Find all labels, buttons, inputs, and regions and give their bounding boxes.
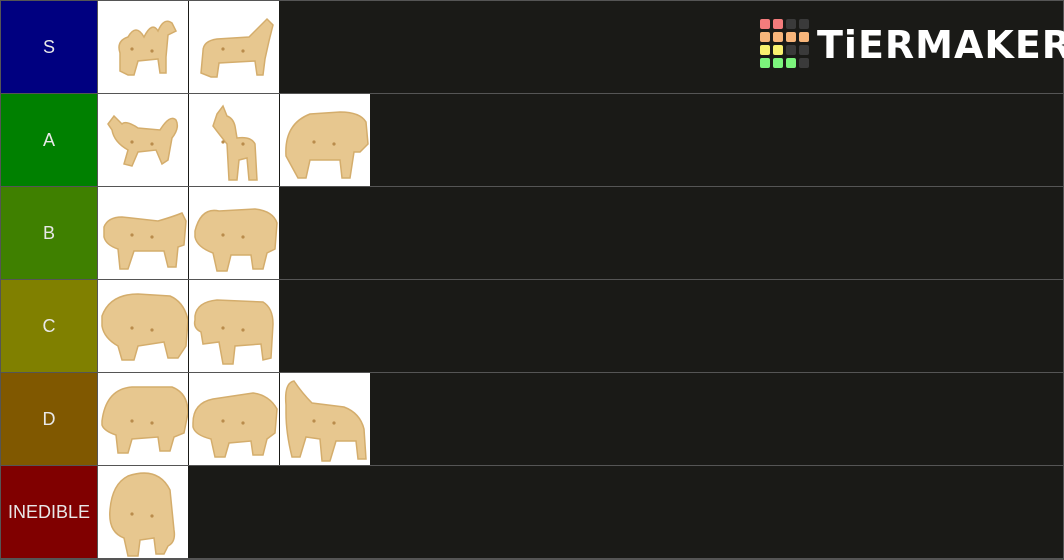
cracker-bear-image [194,208,278,272]
tier-label[interactable]: INEDIBLE [1,466,97,558]
cracker-camel-image [118,20,178,76]
logo-grid-cell [799,45,809,55]
cracker-sheep-image [200,17,274,78]
tier-label[interactable]: A [1,94,97,186]
logo-grid-cell [773,45,783,55]
cracker-lion[interactable] [98,373,188,465]
cracker-horse-image [284,380,367,462]
cracker-lion-image [101,386,188,454]
cracker-bear[interactable] [189,187,279,279]
cracker-llama-image [212,104,258,181]
cracker-llama[interactable] [189,94,279,186]
logo-grid-cell [799,19,809,29]
cracker-cat[interactable] [98,94,188,186]
logo-grid-cell [760,19,770,29]
cracker-camel[interactable] [98,1,188,93]
tier-row-b: B [0,186,1064,279]
cracker-bison[interactable] [189,280,279,372]
tier-row-c: C [0,279,1064,372]
tier-row-d: D [0,372,1064,465]
tier-label[interactable]: C [1,280,97,372]
logo-grid-cell [760,45,770,55]
tiermaker-wordmark: TiERMAKER [817,23,1064,67]
tier-row-s: S [0,0,1064,93]
tier-row-inedible: INEDIBLE [0,465,1064,558]
cracker-hippo[interactable] [189,373,279,465]
cracker-sheep[interactable] [189,1,279,93]
cracker-elephant[interactable] [98,466,188,558]
logo-grid-cell [786,19,796,29]
logo-grid-cell [786,45,796,55]
tier-items-area[interactable] [98,1,1063,93]
logo-grid-cell [773,58,783,68]
cracker-tiger-image [103,212,187,270]
cracker-hippo-image [192,392,278,458]
cracker-tiger[interactable] [98,187,188,279]
tiermaker-logo: TiERMAKER [760,19,1064,71]
tier-items-area[interactable] [98,94,1063,186]
cracker-bison-image [193,299,274,365]
logo-grid-cell [760,32,770,42]
cracker-cat-image [107,114,179,167]
logo-grid-cell [786,32,796,42]
tiermaker-grid-icon [760,19,809,71]
logo-grid-cell [773,32,783,42]
logo-grid-cell [786,58,796,68]
logo-grid-cell [799,58,809,68]
logo-grid-cell [760,58,770,68]
cracker-bear-walking[interactable] [98,280,188,372]
tier-items-area[interactable] [98,187,1063,279]
tier-label[interactable]: S [1,1,97,93]
cracker-horse[interactable] [280,373,370,465]
tier-row-a: A [0,93,1064,186]
tier-label[interactable]: D [1,373,97,465]
tier-items-area[interactable] [98,466,1063,558]
cracker-rhino-image [285,111,369,179]
cracker-rhino[interactable] [280,94,370,186]
cracker-bear-walking-image [101,293,188,361]
tier-items-area[interactable] [98,280,1063,372]
tier-items-area[interactable] [98,373,1063,465]
cracker-elephant-image [109,472,176,557]
tier-label[interactable]: B [1,187,97,279]
logo-grid-cell [773,19,783,29]
logo-grid-cell [799,32,809,42]
